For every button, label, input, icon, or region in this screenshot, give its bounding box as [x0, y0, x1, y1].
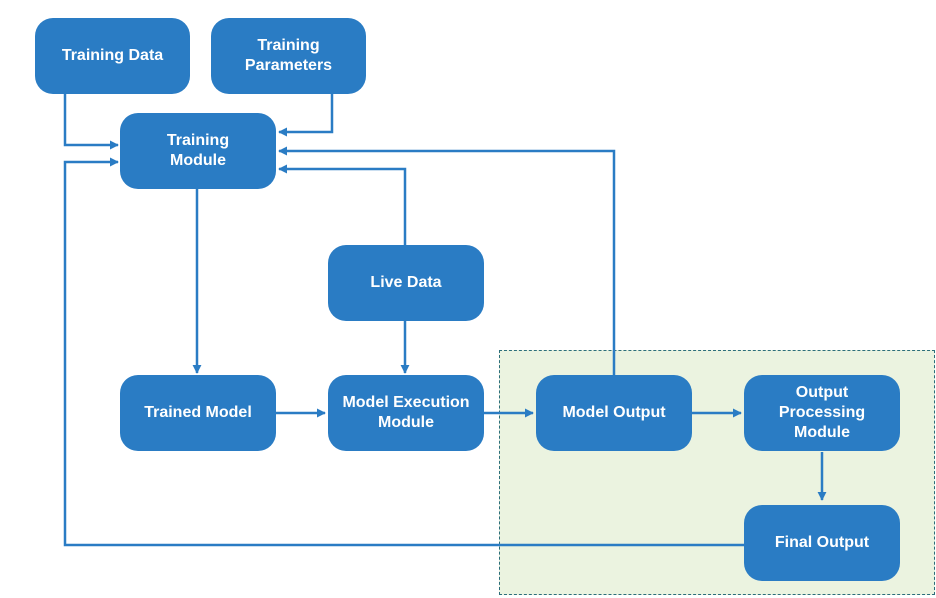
model-output-node: Model Output — [536, 375, 692, 451]
live-data-node: Live Data — [328, 245, 484, 321]
training-data-label: Training Data — [61, 47, 164, 64]
training-module-label: Training Module — [166, 132, 230, 169]
output-processing-module-label: Output Processing Module — [778, 384, 866, 441]
output-processing-module-node: Output Processing Module — [744, 375, 900, 451]
edge-training-data-to-training-module — [63, 94, 119, 150]
training-data-node: Training Data — [35, 18, 190, 94]
edge-final-output-to-training-module — [63, 157, 745, 547]
model-execution-module-label: Model Execution Module — [342, 394, 470, 431]
edge-model-output-to-training-module — [278, 146, 616, 378]
final-output-label: Final Output — [774, 534, 870, 551]
edge-training-parameters-to-training-module — [278, 94, 334, 137]
final-output-node: Final Output — [744, 505, 900, 581]
trained-model-label: Trained Model — [144, 404, 252, 421]
model-output-label: Model Output — [562, 404, 666, 421]
trained-model-node: Trained Model — [120, 375, 276, 451]
training-module-node: Training Module — [120, 113, 276, 189]
edge-live-data-to-training-module — [278, 164, 407, 245]
training-parameters-node: Training Parameters — [211, 18, 366, 94]
live-data-label: Live Data — [370, 274, 442, 291]
model-execution-module-node: Model Execution Module — [328, 375, 484, 451]
training-parameters-label: Training Parameters — [244, 37, 333, 74]
